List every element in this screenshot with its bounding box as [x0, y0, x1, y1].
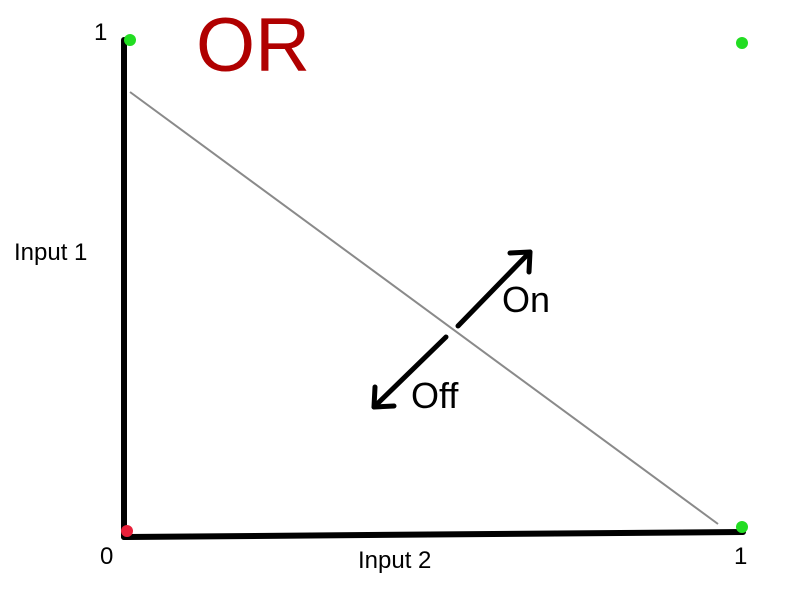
point-1-1	[736, 37, 748, 49]
y-axis-label: Input 1	[14, 239, 88, 266]
point-0-0	[121, 525, 133, 537]
x-axis-label: Input 2	[358, 547, 432, 574]
diagram-title: OR	[196, 3, 310, 88]
point-1-0	[124, 34, 136, 46]
y-axis-tick-1: 1	[94, 19, 108, 46]
x-axis-tick-1: 1	[734, 543, 748, 570]
off-arrow-shaft	[371, 334, 449, 410]
on-region-label: On	[502, 279, 551, 320]
x-axis-tick-0: 0	[100, 543, 114, 570]
off-region-label: Off	[411, 375, 459, 416]
point-0-1	[736, 521, 748, 533]
on-arrow-shaft	[455, 249, 533, 329]
x-axis	[121, 529, 746, 540]
off-arrow-head	[371, 384, 397, 410]
on-arrow-head	[507, 249, 533, 275]
decision-boundary-line	[129, 91, 719, 525]
